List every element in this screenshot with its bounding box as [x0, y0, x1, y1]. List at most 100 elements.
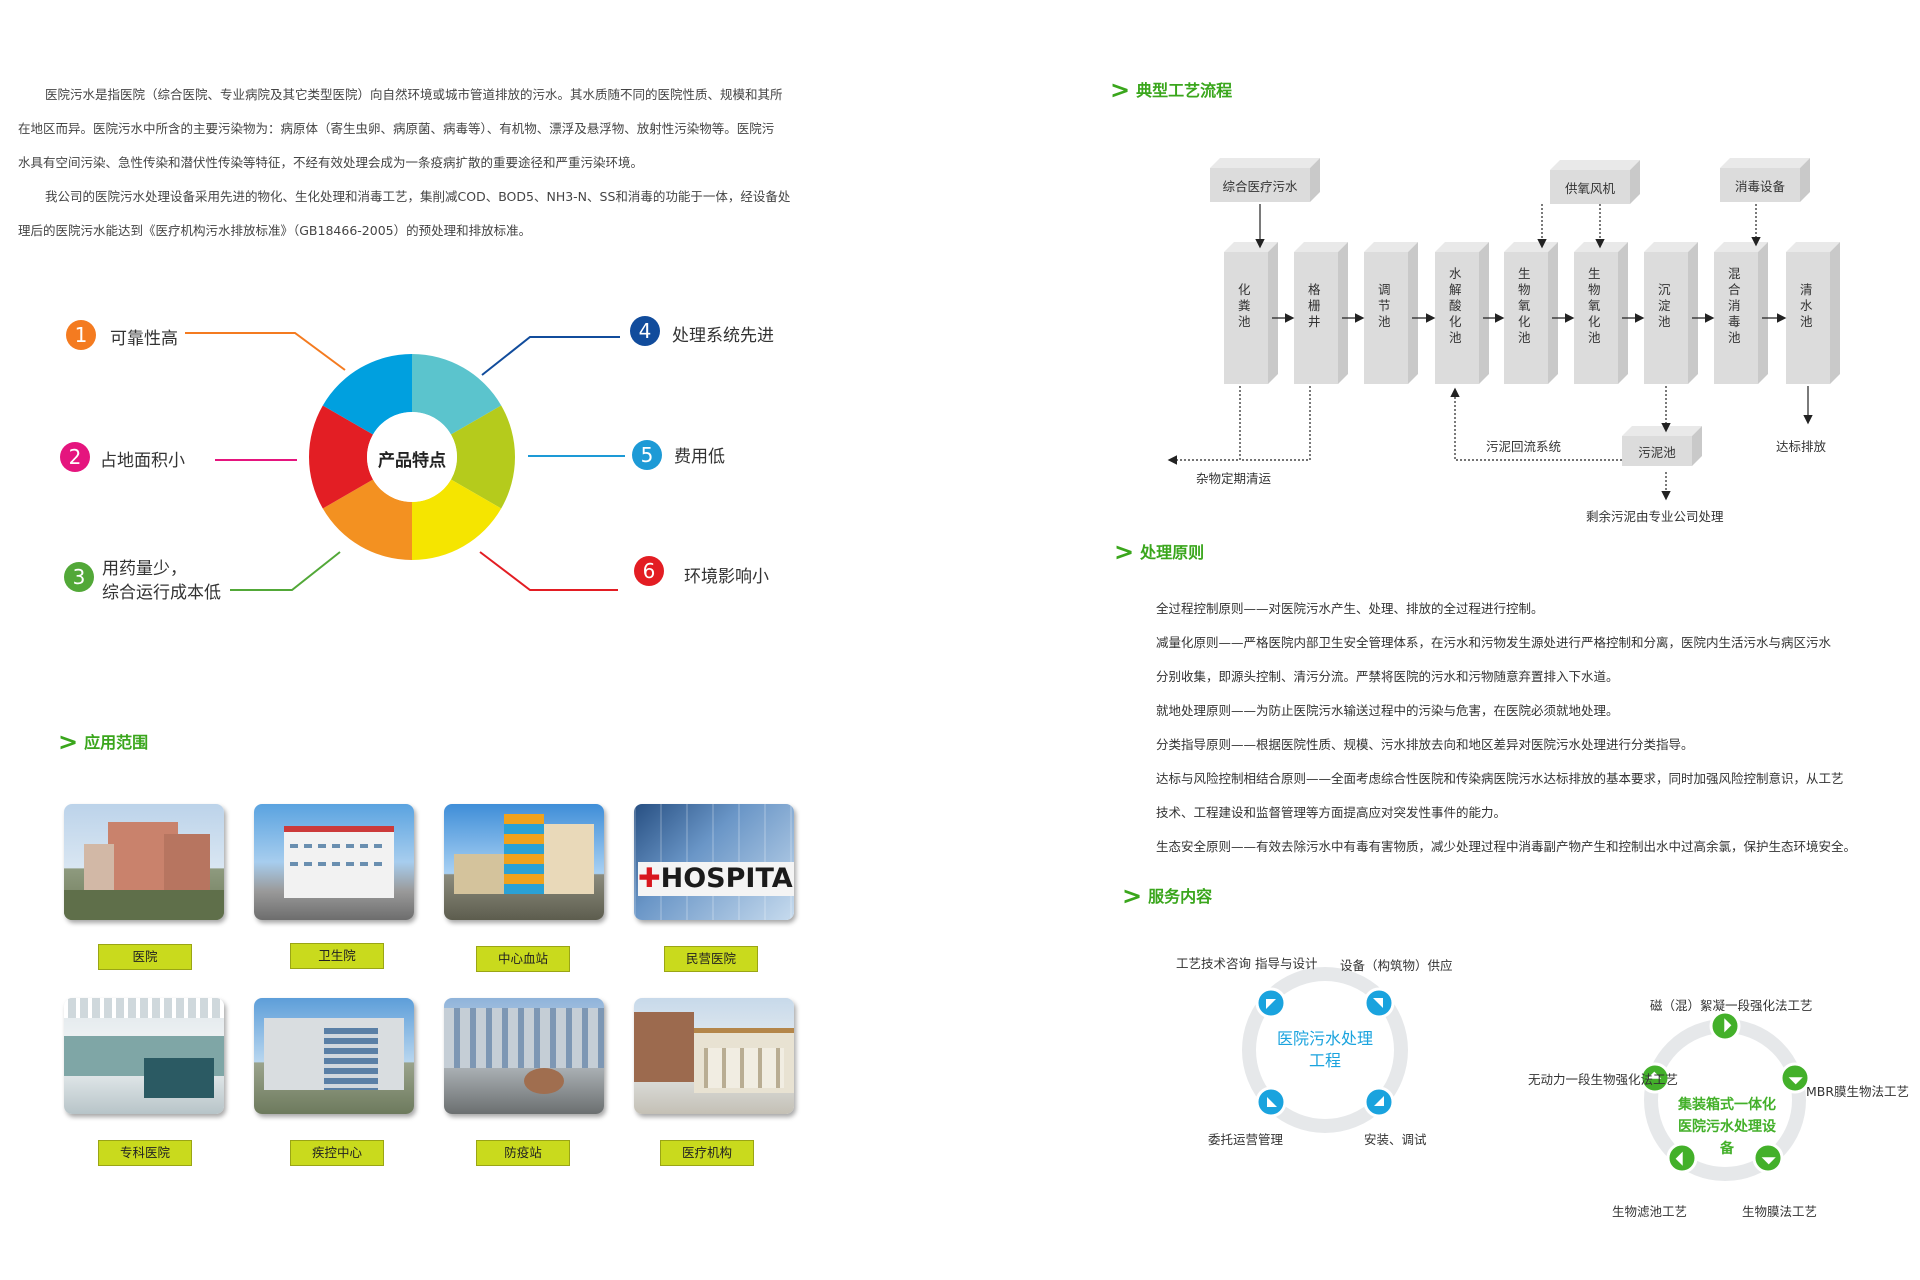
tank	[1435, 242, 1489, 384]
top-box-label: 消毒设备	[1734, 179, 1785, 194]
ring-segment	[412, 479, 502, 560]
feature-label: 可靠性高	[110, 329, 178, 349]
principle-line: 达标与风险控制相结合原则——全面考虑综合性医院和传染病医院污水达标排放的基本要求…	[1156, 771, 1844, 786]
service-node-icon	[1752, 1142, 1784, 1174]
chevron-right-icon: >	[1114, 538, 1135, 566]
ring-segment	[309, 405, 374, 509]
service-ring-left	[1242, 967, 1408, 1133]
caption-health-center: 卫生院	[290, 943, 384, 969]
service-right-center: 集装箱式一体化医院污水处理设备	[1678, 1097, 1776, 1157]
service-label-mbr: MBR膜生物法工艺	[1806, 1084, 1910, 1099]
sludge-final-label: 剩余污泥由专业公司处理	[1586, 509, 1724, 524]
caption-hospital: 医院	[98, 944, 192, 970]
caption-private-hospital: 民营医院	[664, 946, 758, 972]
top-box-label: 供氧风机	[1564, 181, 1615, 196]
tank-label: 清水池	[1800, 282, 1813, 329]
tank-label: 生物氧化池	[1588, 266, 1601, 345]
process-boxes	[1210, 158, 1840, 466]
tank-label: 调节池	[1378, 282, 1391, 329]
service-label-biofilter: 生物滤池工艺	[1612, 1204, 1688, 1219]
connector-3	[230, 551, 341, 591]
tank-label: 生物氧化池	[1518, 266, 1531, 345]
principle-line: 分类指导原则——根据医院性质、规模、污水排放去向和地区差异对医院污水处理进行分类…	[1156, 737, 1694, 752]
debris-label: 杂物定期清运	[1196, 471, 1272, 486]
specialty-hospital-photo	[64, 998, 224, 1114]
tank	[1714, 242, 1768, 384]
tank	[1644, 242, 1698, 384]
service-label-unpowered: 无动力一段生物强化法工艺	[1528, 1072, 1679, 1087]
caption-cdc: 疾控中心	[290, 1140, 384, 1166]
service-node-icon	[1639, 1062, 1671, 1094]
cdc-photo	[254, 998, 414, 1114]
epidemic-station-photo	[444, 998, 604, 1114]
caption-medical-institution: 医疗机构	[660, 1140, 754, 1166]
intro-line: 理后的医院污水能达到《医疗机构污水排放标准》（GB18466-2005）的预处理…	[18, 223, 532, 238]
principle-line: 技术、工程建设和监督管理等方面提高应对突发性事件的能力。	[1156, 805, 1507, 820]
caption-blood-center: 中心血站	[476, 946, 570, 972]
process-title: >典型工艺流程	[1110, 76, 1233, 104]
tank	[1504, 242, 1558, 384]
principles-list: 全过程控制原则——对医院污水产生、处理、排放的全过程进行控制。 减量化原则——严…	[1156, 592, 1916, 864]
feature-number: 6	[634, 556, 664, 586]
ring-segment	[322, 479, 412, 560]
service-label-installation: 安装、调试	[1364, 1132, 1427, 1147]
blood-center-photo	[444, 804, 604, 920]
sludge-box	[1622, 426, 1702, 466]
tank-label: 化粪池	[1238, 282, 1251, 329]
sludge-return-label: 污泥回流系统	[1486, 439, 1562, 454]
feature-number: 2	[60, 442, 90, 472]
process-flow-diagram	[1167, 158, 1840, 501]
services-diagram	[1242, 967, 1811, 1181]
caption-epidemic-station: 防疫站	[476, 1140, 570, 1166]
hospital-photo	[64, 804, 224, 920]
service-node-icon	[1709, 1010, 1741, 1042]
ring-center	[367, 412, 457, 502]
intro-line: 在地区而异。医院污水中所含的主要污染物为：病原体（寄生虫卵、病原菌、病毒等）、有…	[18, 121, 775, 136]
intro-paragraph-2: 我公司的医院污水处理设备采用先进的物化、生化处理和消毒工艺，集削减COD、BOD…	[45, 189, 791, 204]
ring-center-label: 产品特点	[378, 451, 446, 471]
feature-number: 5	[632, 440, 662, 470]
principle-line: 减量化原则——严格医院内部卫生安全管理体系，在污水和污物发生源处进行严格控制和分…	[1156, 635, 1832, 650]
caption-specialty-hospital: 专科医院	[98, 1140, 192, 1166]
feature-label-line2: 综合运行成本低	[102, 583, 221, 603]
service-node-icon	[1666, 1142, 1698, 1174]
principle-line: 分别收集，即源头控制、清污分流。严禁将医院的污水和污物随意弃置排入下水道。	[1156, 669, 1619, 684]
connector-1	[185, 332, 346, 371]
service-label-magnetic: 磁（混）絮凝一段强化法工艺	[1650, 998, 1813, 1013]
hospital-sign: HOSPITAL	[660, 863, 794, 894]
process-connectors	[1167, 204, 1813, 501]
feature-number: 4	[630, 316, 660, 346]
service-label-consulting: 工艺技术咨询 指导与设计	[1176, 956, 1318, 971]
red-cross-icon: ✚	[638, 863, 661, 894]
ring-segment	[322, 354, 412, 435]
feature-number: 3	[64, 562, 94, 592]
feature-label: 费用低	[674, 447, 725, 467]
top-box	[1550, 160, 1640, 204]
connector-6	[479, 551, 618, 591]
top-box	[1210, 158, 1320, 202]
top-box	[1720, 158, 1810, 202]
principles-title: >处理原则	[1114, 538, 1205, 566]
service-label-biofilm: 生物膜法工艺	[1742, 1204, 1818, 1219]
health-center-photo	[254, 804, 414, 920]
service-node-icon	[1779, 1062, 1811, 1094]
flow-connector	[1240, 386, 1311, 461]
features-diagram	[185, 332, 625, 591]
service-label-operation: 委托运营管理	[1208, 1132, 1284, 1147]
service-left-center: 医院污水处理工程	[1276, 1029, 1373, 1070]
tank	[1224, 242, 1278, 384]
service-node-icon	[1255, 1086, 1287, 1118]
services-title: >服务内容	[1122, 882, 1213, 910]
ring-segment	[412, 354, 502, 435]
feature-label: 占地面积小	[100, 451, 185, 471]
principle-line: 就地处理原则——为防止医院污水输送过程中的污染与危害，在医院必须就地处理。	[1156, 703, 1619, 718]
tank	[1364, 242, 1418, 384]
service-label-equipment: 设备（构筑物）供应	[1340, 958, 1453, 973]
flow-connector	[1450, 387, 1622, 461]
discharge-label: 达标排放	[1776, 439, 1827, 454]
intro-text: 医院污水是指医院（综合医院、专业病院及其它类型医院）向自然环境或城市管道排放的污…	[18, 78, 853, 248]
private-hospital-photo: ✚HOSPITAL	[634, 804, 794, 920]
tank-label: 格栅井	[1308, 282, 1321, 329]
tank-label: 沉淀池	[1658, 282, 1671, 329]
medical-institution-photo	[634, 998, 794, 1114]
